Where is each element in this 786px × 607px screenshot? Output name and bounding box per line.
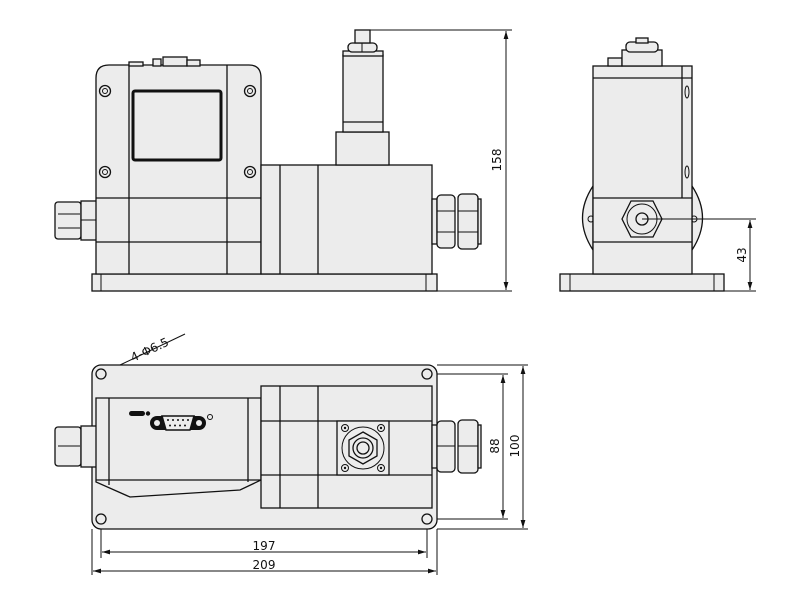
mounting-hole-icon (95, 368, 433, 525)
display-window (131, 89, 223, 162)
outlet-fitting-icon (431, 193, 482, 250)
front-view: 158 (54, 29, 512, 292)
dim-hole-pitch-width: 88 (488, 438, 502, 453)
dim-overall-height: 158 (490, 149, 504, 172)
side-view: 43 (559, 37, 756, 292)
inlet-fitting-icon (54, 200, 98, 241)
dim-overall-length: 209 (253, 558, 276, 572)
dim-overall-width: 100 (508, 435, 522, 458)
valve-body (260, 164, 433, 275)
screw-icon (98, 84, 257, 179)
usb-c-port-icon (129, 411, 145, 416)
dim-port-center-height: 43 (735, 247, 749, 262)
base-plate (91, 273, 438, 292)
dim-mounting-holes: 4-Φ6.5 (128, 335, 171, 365)
solenoid-valve (342, 54, 384, 133)
solenoid-top-icon (336, 420, 390, 476)
dim-hole-pitch-length: 197 (253, 539, 276, 553)
db9-connector-icon (150, 415, 206, 431)
top-view: 4-Φ6.5 (54, 333, 528, 575)
